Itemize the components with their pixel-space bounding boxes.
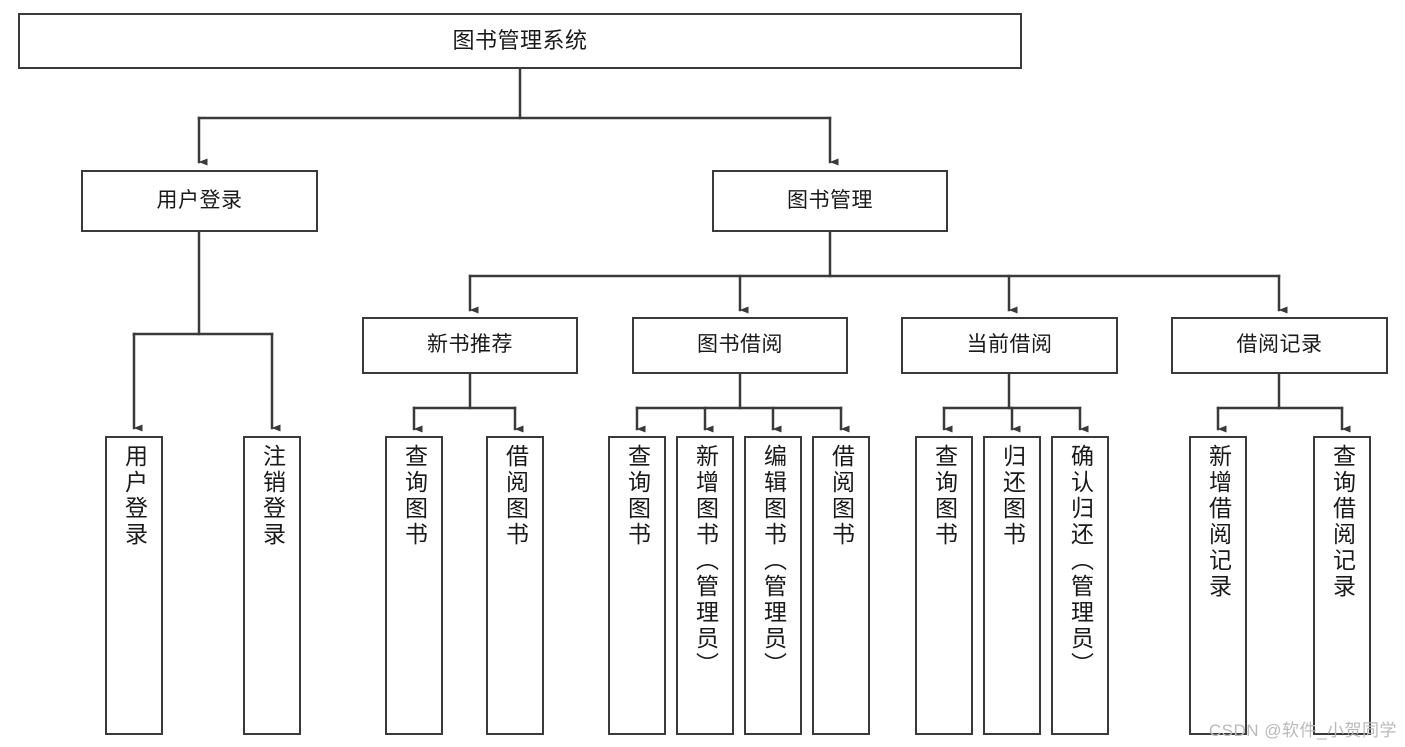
node-leaf-borrow-book-2-label: 借阅图书 bbox=[828, 444, 855, 548]
node-borrow-record-label: 借阅记录 bbox=[1236, 333, 1323, 357]
node-leaf-logout-label: 注销登录 bbox=[259, 444, 286, 548]
node-leaf-logout[interactable]: 注销登录 bbox=[243, 436, 301, 735]
node-leaf-query-book-1-label: 查询图书 bbox=[401, 444, 428, 548]
node-root-label: 图书管理系统 bbox=[452, 28, 588, 54]
node-leaf-add-record[interactable]: 新增借阅记录 bbox=[1189, 436, 1247, 735]
node-leaf-edit-book-label: 编辑图书（管理员） bbox=[760, 444, 787, 678]
node-leaf-query-book-3-label: 查询图书 bbox=[931, 444, 958, 548]
node-book-borrow-label: 图书借阅 bbox=[697, 333, 783, 357]
node-user-login[interactable]: 用户登录 bbox=[81, 170, 318, 232]
node-leaf-user-login-label: 用户登录 bbox=[121, 444, 148, 548]
node-current-borrow[interactable]: 当前借阅 bbox=[901, 317, 1118, 374]
node-leaf-query-record-label: 查询借阅记录 bbox=[1329, 444, 1356, 600]
node-leaf-add-book-label: 新增图书（管理员） bbox=[692, 444, 719, 678]
node-leaf-edit-book[interactable]: 编辑图书（管理员） bbox=[744, 436, 802, 735]
node-leaf-borrow-book-1-label: 借阅图书 bbox=[502, 444, 529, 548]
node-leaf-query-book-1[interactable]: 查询图书 bbox=[385, 436, 443, 735]
node-root[interactable]: 图书管理系统 bbox=[18, 13, 1022, 69]
node-leaf-query-record[interactable]: 查询借阅记录 bbox=[1313, 436, 1371, 735]
node-book-manage[interactable]: 图书管理 bbox=[712, 170, 948, 232]
node-new-book-recommend[interactable]: 新书推荐 bbox=[362, 317, 578, 374]
node-leaf-add-record-label: 新增借阅记录 bbox=[1205, 444, 1232, 600]
node-leaf-borrow-book-2[interactable]: 借阅图书 bbox=[812, 436, 870, 735]
node-leaf-query-book-2-label: 查询图书 bbox=[624, 444, 651, 548]
node-leaf-confirm-return[interactable]: 确认归还（管理员） bbox=[1051, 436, 1109, 735]
node-new-book-recommend-label: 新书推荐 bbox=[427, 333, 513, 357]
node-user-login-label: 用户登录 bbox=[156, 188, 243, 212]
node-borrow-record[interactable]: 借阅记录 bbox=[1171, 317, 1388, 374]
node-leaf-return-book[interactable]: 归还图书 bbox=[983, 436, 1041, 735]
node-leaf-return-book-label: 归还图书 bbox=[999, 444, 1026, 548]
node-leaf-confirm-return-label: 确认归还（管理员） bbox=[1067, 444, 1094, 678]
node-leaf-query-book-3[interactable]: 查询图书 bbox=[915, 436, 973, 735]
node-book-borrow[interactable]: 图书借阅 bbox=[632, 317, 848, 374]
node-leaf-user-login[interactable]: 用户登录 bbox=[105, 436, 163, 735]
node-leaf-add-book[interactable]: 新增图书（管理员） bbox=[676, 436, 734, 735]
node-leaf-query-book-2[interactable]: 查询图书 bbox=[608, 436, 666, 735]
node-leaf-borrow-book-1[interactable]: 借阅图书 bbox=[486, 436, 544, 735]
node-book-manage-label: 图书管理 bbox=[787, 188, 873, 212]
node-current-borrow-label: 当前借阅 bbox=[966, 333, 1053, 357]
